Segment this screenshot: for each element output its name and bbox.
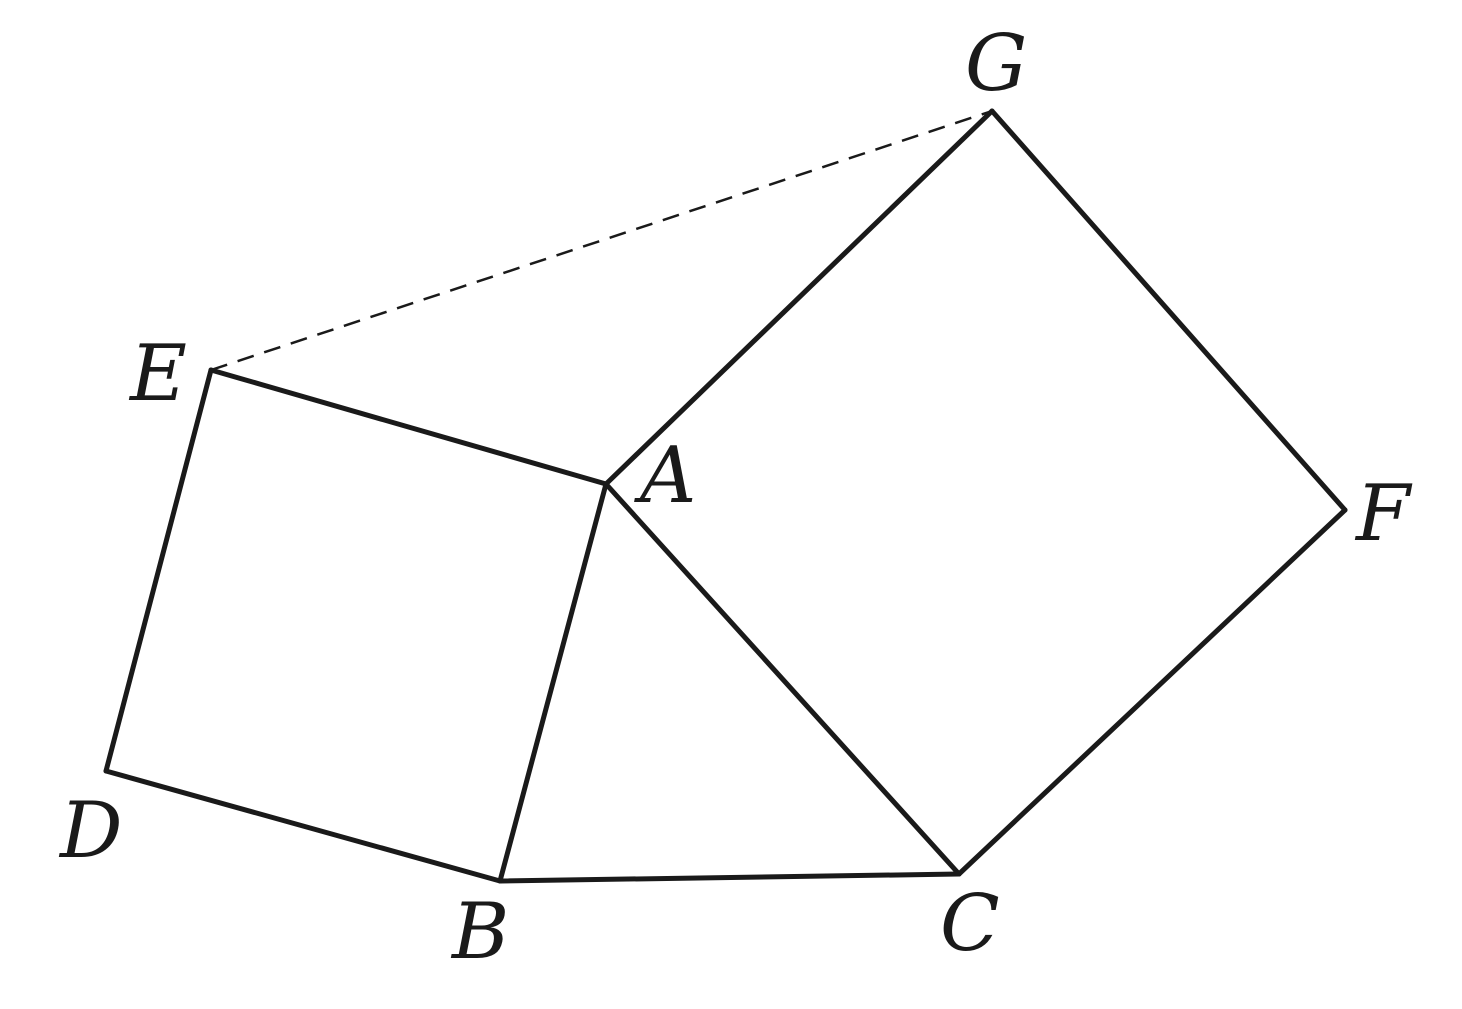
label-C: C: [940, 879, 1000, 969]
segment-FC: [956, 507, 1348, 877]
segment-AE: [208, 367, 609, 487]
segment-DB: [103, 768, 503, 884]
label-E: E: [128, 329, 187, 419]
segment-AG: [603, 108, 995, 487]
label-D: D: [58, 786, 123, 876]
segment-ED: [103, 367, 214, 774]
label-F: F: [1354, 469, 1413, 559]
segment-CA: [603, 481, 962, 877]
segment-GF: [989, 108, 1348, 513]
segment-EG-dashed: [210, 109, 993, 372]
label-B: B: [450, 887, 509, 977]
segment-AB: [497, 481, 609, 884]
label-G: G: [965, 19, 1027, 109]
label-A: A: [634, 431, 696, 521]
segment-BC: [497, 871, 962, 884]
